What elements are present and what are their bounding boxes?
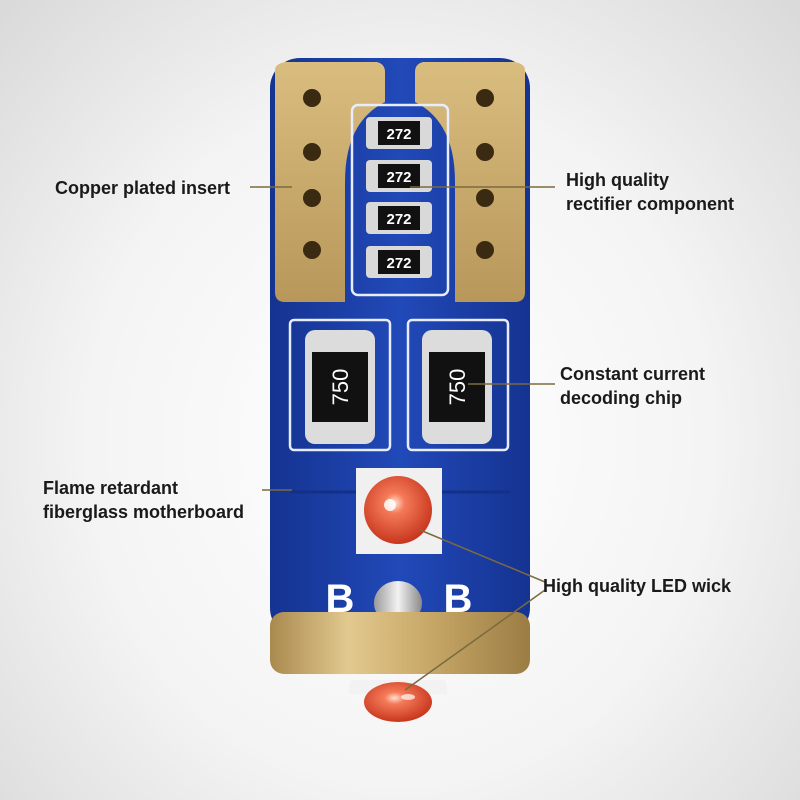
decoder-chip-left: 750 — [305, 330, 375, 444]
trace-left — [288, 318, 392, 452]
copper-pad-left — [275, 62, 385, 302]
resistor-code: 272 — [386, 169, 411, 186]
resistor-code: 272 — [386, 255, 411, 272]
led-lens — [364, 476, 432, 544]
label-led-wick-text: High quality LED wick — [543, 576, 732, 596]
decoder-code: 750 — [328, 369, 353, 406]
pad-holes — [303, 89, 494, 259]
label-rectifier-line2: rectifier component — [566, 194, 735, 214]
resistor-272-4: 272 — [366, 246, 432, 278]
label-rectifier: High quality rectifier component — [566, 168, 734, 216]
decoder-code: 750 — [445, 369, 470, 406]
resistor-code: 272 — [386, 211, 411, 228]
label-decoding-line1: Constant current — [560, 364, 706, 384]
label-led-wick: High quality LED wick — [543, 574, 731, 598]
bottom-led — [364, 682, 432, 722]
gold-base — [270, 612, 530, 674]
copper-pad-right — [415, 62, 525, 302]
led-highlight — [384, 499, 396, 511]
decoder-chip-right: 750 — [422, 330, 492, 444]
resistor-272-1: 272 — [366, 117, 432, 149]
leader-lines — [250, 186, 555, 691]
resistor-272-3: 272 — [366, 202, 432, 234]
label-fiberglass-line2: fiberglass motherboard — [43, 502, 245, 522]
label-rectifier-line1: High quality — [566, 170, 669, 190]
label-copper-insert-text: Copper plated insert — [55, 178, 231, 198]
trace-right — [406, 318, 510, 452]
bottom-led-highlight — [401, 694, 415, 700]
resistor-272-2: 272 — [366, 160, 432, 192]
label-fiberglass-line1: Flame retardant — [43, 478, 179, 498]
label-copper-insert: Copper plated insert — [55, 176, 230, 200]
label-fiberglass: Flame retardant fiberglass motherboard — [43, 476, 244, 524]
label-decoding-chip: Constant current decoding chip — [560, 362, 705, 410]
label-decoding-line2: decoding chip — [560, 388, 683, 408]
resistor-outline — [350, 103, 450, 297]
resistor-code: 272 — [386, 126, 411, 143]
